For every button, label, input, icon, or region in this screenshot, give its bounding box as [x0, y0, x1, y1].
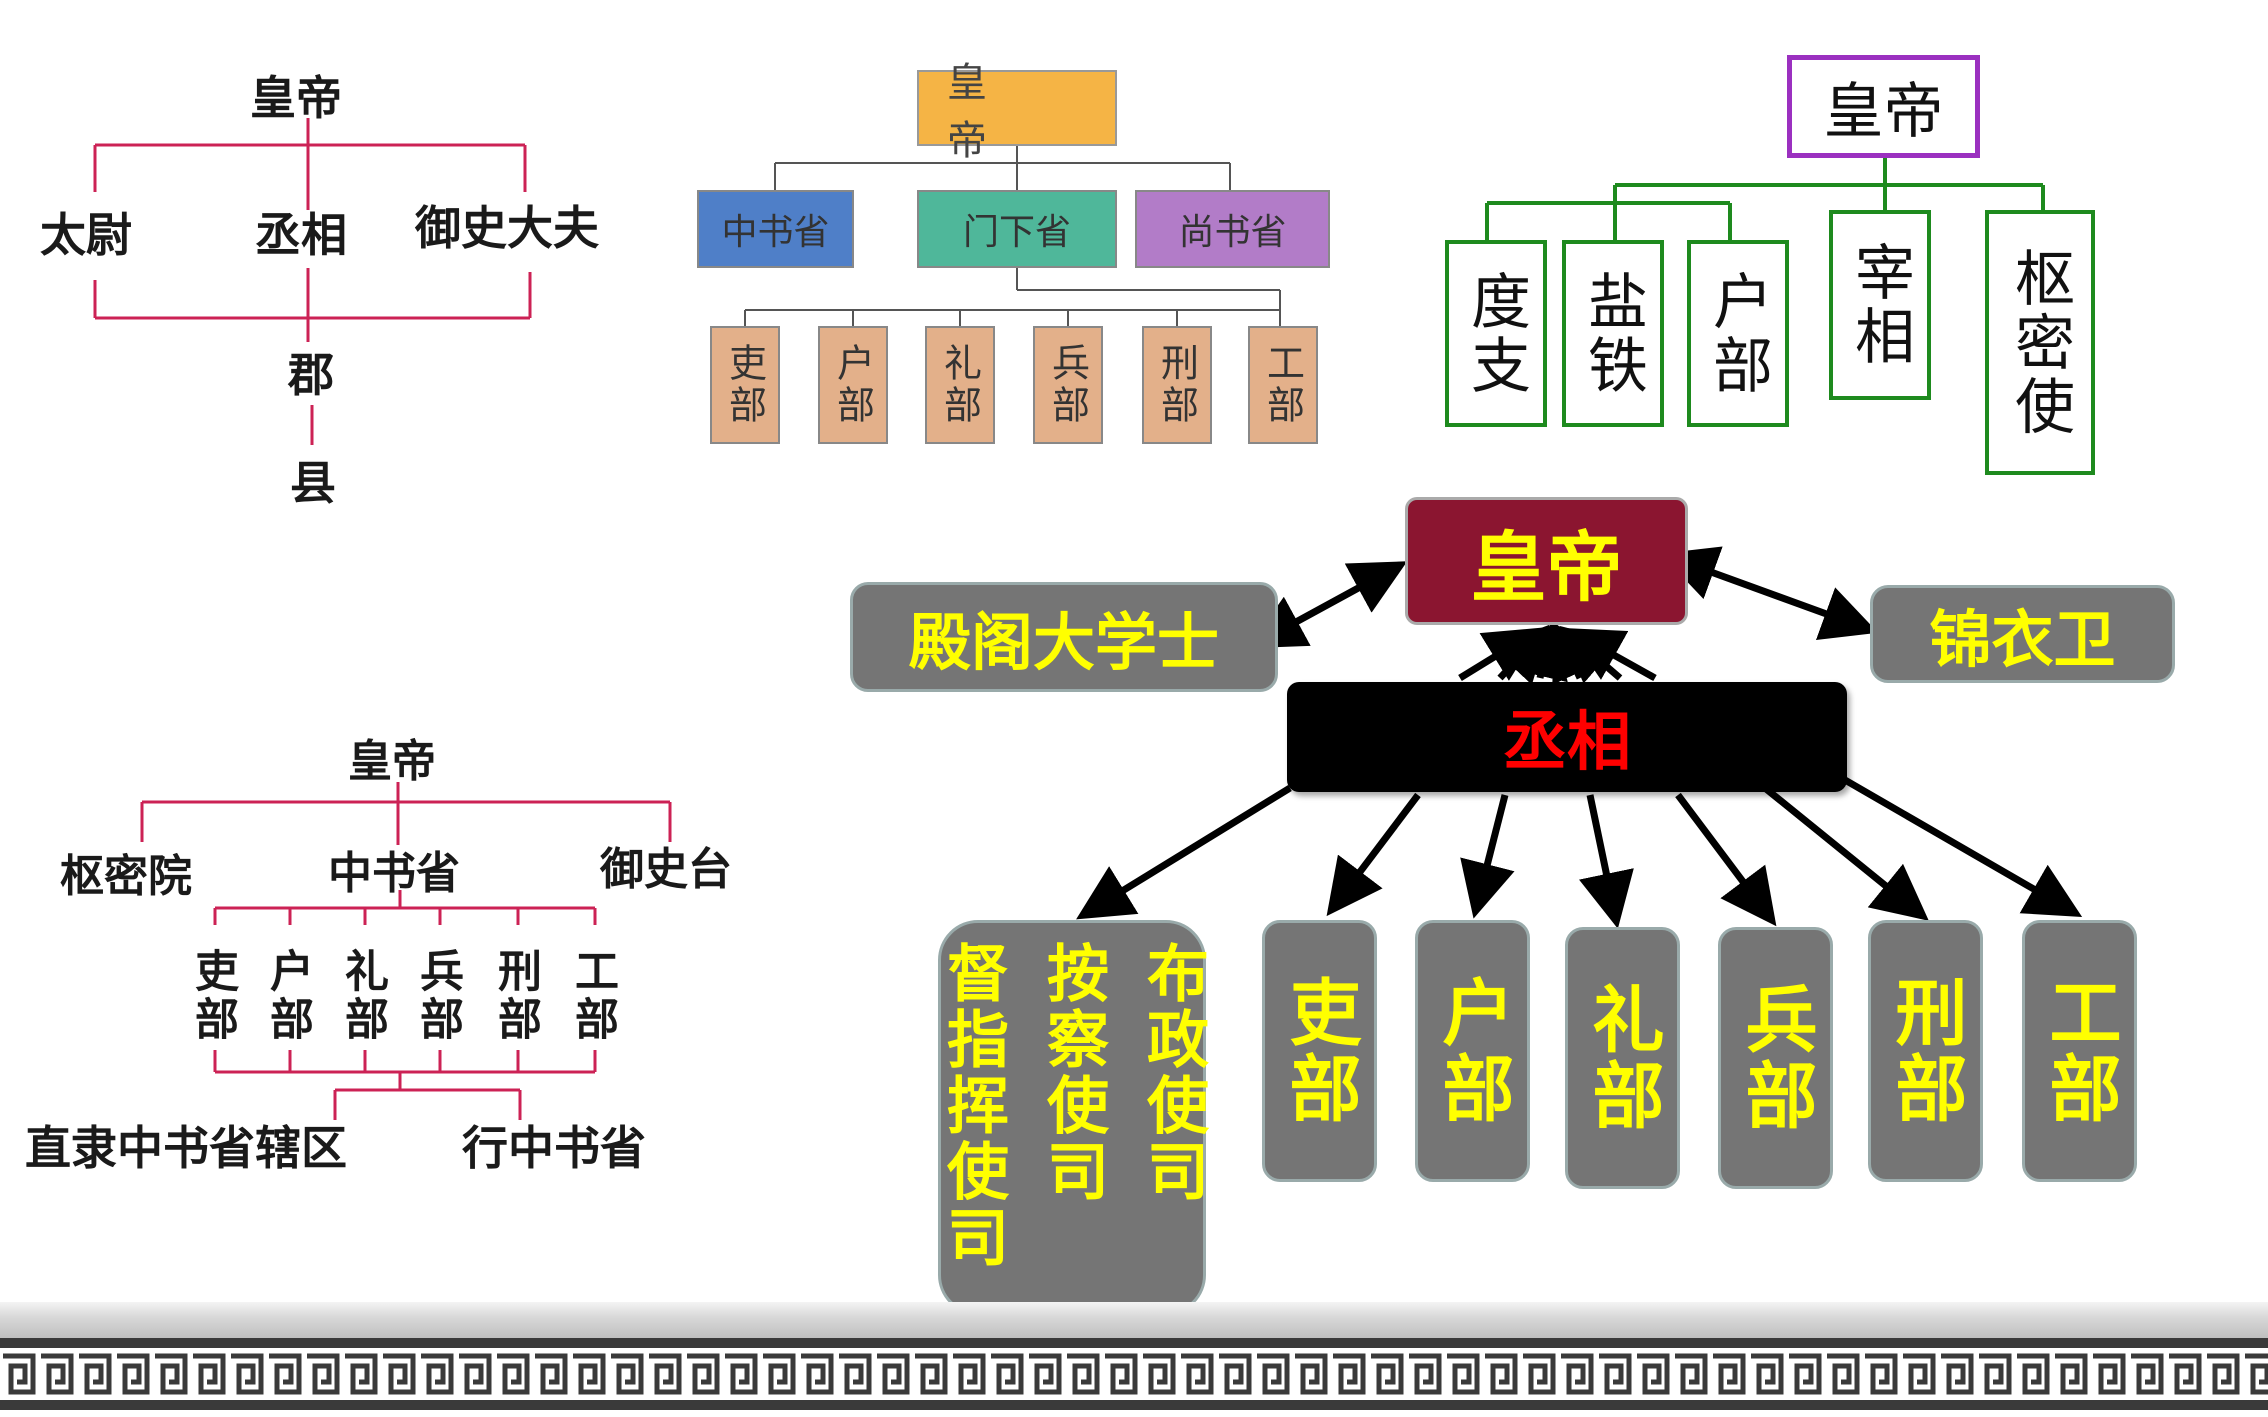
ming-ministry-hu: 户部 [1415, 920, 1530, 1182]
ming-provincial-label: 督指挥使司 [936, 941, 1009, 1271]
sui-tang-ministry-li: 吏部 [710, 326, 780, 444]
border-bottom-line [0, 1400, 2268, 1410]
ming-ministry-label: 兵部 [1733, 982, 1817, 1134]
sui-tang-emperor-label: 皇 帝 [947, 60, 1015, 164]
song-office-label: 盐铁 [1577, 269, 1648, 398]
menxia-label: 门下省 [962, 212, 1071, 253]
ming-ministry-rites: 礼部 [1565, 927, 1680, 1189]
ming-ministry-label: 吏部 [1277, 975, 1361, 1127]
song-office-label: 宰相 [1844, 241, 1915, 369]
yuan-ministry-li: 吏部 [187, 948, 238, 1044]
qin-han-taiwei: 太尉 [40, 208, 132, 262]
border-shadow [0, 1302, 2268, 1340]
shangshu-box: 尚书省 [1135, 190, 1330, 268]
ming-ministry-label: 刑部 [1883, 975, 1967, 1127]
qin-han-censor: 御史大夫 [415, 201, 599, 255]
ming-ministry-label: 工部 [2037, 975, 2121, 1127]
song-privy-box: 枢密使 [1985, 210, 2095, 475]
ming-ministry-label: 户部 [1430, 975, 1514, 1127]
song-chancellor-box: 宰相 [1829, 210, 1931, 400]
sui-tang-emperor-box: 皇 帝 [917, 60, 1117, 164]
sui-tang-ministry-rites: 礼部 [925, 326, 995, 444]
yuan-ministry-hu: 户部 [262, 948, 313, 1044]
song-yantie-box: 盐铁 [1562, 240, 1664, 427]
ming-provincial-box: 布政使司 按察使司 督指挥使司 [936, 920, 1209, 1315]
greek-key-pattern [0, 1348, 2268, 1400]
ming-grand-secretary-box: 殿阁大学士 [850, 582, 1278, 692]
ming-ministry-justice: 刑部 [1868, 920, 1983, 1182]
qin-han-chancellor: 丞相 [255, 208, 347, 262]
yuan-privy-council: 枢密院 [60, 851, 192, 902]
song-duzhi-box: 度支 [1445, 240, 1547, 427]
border-top-line [0, 1338, 2268, 1348]
zhongshu-label: 中书省 [721, 212, 830, 253]
sui-tang-ministry-hu: 户部 [818, 326, 888, 444]
yuan-ministry-works: 工部 [567, 948, 618, 1044]
sui-tang-ministry-works: 工部 [1248, 326, 1318, 444]
yuan-ministry-rites: 礼部 [337, 948, 388, 1044]
yuan-central-region: 直隶中书省辖区 [25, 1121, 347, 1175]
yuan-ministry-war: 兵部 [412, 948, 463, 1044]
ministry-label: 刑部 [1154, 343, 1199, 427]
song-emperor-label: 皇帝 [1823, 77, 1944, 147]
yuan-zhongshu: 中书省 [328, 848, 460, 899]
ming-guard-label: 锦衣卫 [1929, 603, 2116, 676]
ming-chancellor-label: 丞相 [1503, 706, 1631, 780]
song-emperor-box: 皇帝 [1787, 55, 1980, 158]
ming-emperor-label: 皇帝 [1470, 523, 1623, 612]
yuan-provinces: 行中书省 [462, 1121, 646, 1175]
ministry-label: 户部 [830, 343, 875, 427]
ming-ministry-works: 工部 [2022, 920, 2137, 1182]
song-office-label: 枢密使 [2004, 246, 2075, 439]
ministry-label: 吏部 [722, 343, 767, 427]
ministry-label: 工部 [1260, 343, 1305, 427]
menxia-box: 门下省 [917, 190, 1117, 268]
shangshu-label: 尚书省 [1178, 212, 1287, 253]
ming-provincial-label: 布政使司 [1136, 941, 1209, 1205]
ming-guard-box: 锦衣卫 [1870, 585, 2175, 683]
ming-emperor-box: 皇帝 [1405, 497, 1688, 625]
song-office-label: 度支 [1460, 269, 1531, 398]
ministry-label: 兵部 [1045, 343, 1090, 427]
song-hubu-box: 户部 [1687, 240, 1789, 427]
song-office-label: 户部 [1702, 269, 1773, 398]
yuan-ministry-justice: 刑部 [490, 948, 541, 1044]
ministry-label: 礼部 [937, 343, 982, 427]
qin-han-emperor: 皇帝 [250, 71, 342, 125]
qin-han-commandery: 郡 [288, 348, 334, 402]
ming-provincial-label: 按察使司 [1036, 941, 1109, 1205]
sui-tang-ministry-justice: 刑部 [1142, 326, 1212, 444]
yuan-emperor: 皇帝 [348, 736, 436, 787]
ming-ministry-li: 吏部 [1262, 920, 1377, 1182]
sui-tang-ministry-war: 兵部 [1033, 326, 1103, 444]
ming-chancellor-box: 丞相 [1287, 682, 1847, 792]
ming-grand-secretary-label: 殿阁大学士 [908, 606, 1219, 679]
ming-ministry-war: 兵部 [1718, 927, 1833, 1189]
qin-han-county: 县 [290, 456, 336, 510]
zhongshu-box: 中书省 [697, 190, 854, 268]
ming-ministry-label: 礼部 [1580, 982, 1664, 1134]
yuan-censorate: 御史台 [600, 844, 732, 895]
